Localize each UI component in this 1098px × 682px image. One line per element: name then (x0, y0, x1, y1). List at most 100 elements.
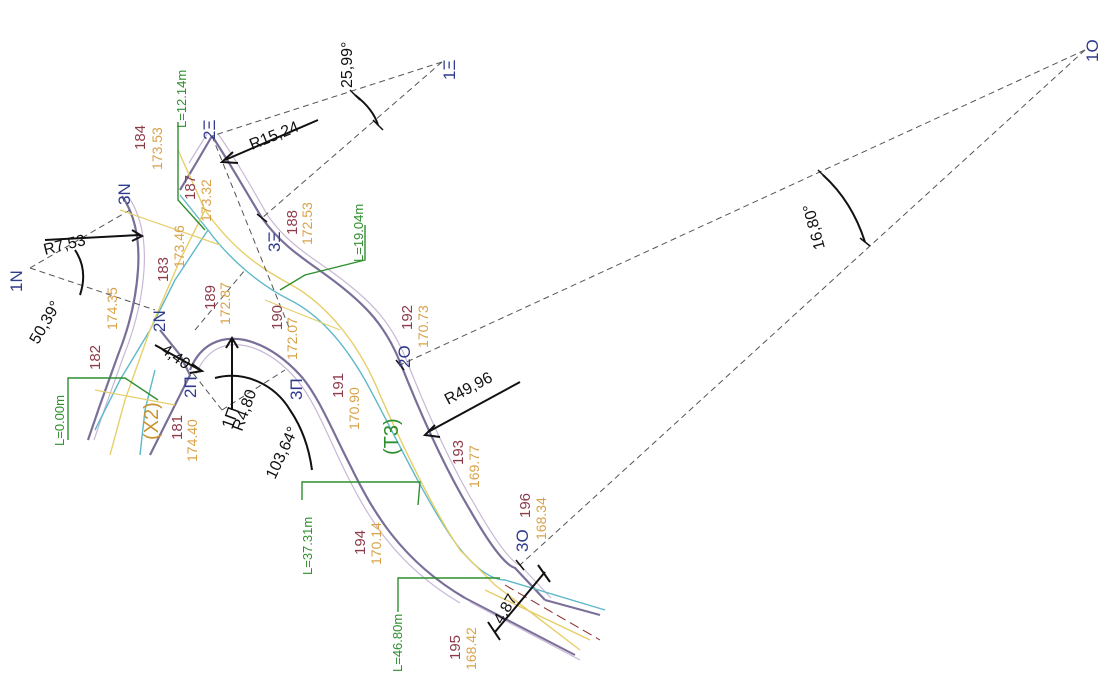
section-lines (94, 209, 341, 406)
radius-arrow-49-96 (422, 424, 441, 438)
tick-16b (859, 237, 871, 247)
tick-3O (515, 559, 525, 571)
label-3O: 3O (513, 529, 532, 552)
road-edge-exit-lower-inner (469, 601, 581, 661)
road-edge-left-outer (86, 195, 140, 441)
road-edge-left-lower (149, 329, 192, 456)
chainage-leader-19 (279, 225, 366, 291)
stake-194-elev: 170.14 (368, 522, 384, 565)
radius-line-7-53 (44, 234, 141, 241)
label-R7-53: R7,53 (42, 232, 88, 259)
label-section-T3: (T3) (381, 418, 403, 455)
stake-192-elev: 170.73 (415, 305, 431, 348)
width-arrow-4-40 (189, 363, 205, 374)
radius-arrows (44, 119, 551, 641)
label-3N: 3N (115, 183, 134, 205)
angle-arc-50-39 (74, 249, 85, 296)
stake-187-elev: 173.32 (198, 179, 214, 222)
stake-183-elev: 173.46 (171, 225, 187, 268)
label-3Ξ: 3Ξ (265, 231, 284, 252)
stake-181-id: 181 (169, 415, 186, 440)
label-2N: 2N (150, 310, 169, 332)
dimension-arcs (74, 94, 866, 471)
stake-195-elev: 168.42 (463, 627, 479, 670)
cyan-line-lower-left (139, 369, 156, 456)
label-3Π: 3Π (287, 378, 306, 400)
axis-dashes (504, 584, 601, 641)
label-chainage-37: L=37.31m (300, 517, 315, 575)
radius-line-49-96 (427, 381, 521, 433)
label-R15-24: R15,24 (247, 119, 301, 154)
yellow-line-bottom (484, 589, 591, 641)
label-width-4-87: 4,87 (491, 591, 521, 627)
tick-16a (817, 169, 829, 181)
radius-arrow-15-24 (219, 151, 239, 164)
label-angle-50-39: 50,39° (27, 298, 65, 347)
stake-188-id: 188 (284, 210, 301, 235)
road-edge-left-inner (93, 195, 146, 441)
label-1O: 1O (1083, 39, 1098, 62)
stake-191-elev: 170.90 (346, 387, 362, 430)
label-chainage-46: L=46.80m (390, 614, 405, 672)
stake-190-id: 190 (269, 305, 286, 330)
stake-196-elev: 168.34 (533, 497, 549, 540)
radius-1N-to-2N (29, 267, 156, 311)
axis-dash-exit (504, 584, 601, 641)
stake-184-id: 184 (132, 125, 149, 150)
stake-183-id: 183 (155, 257, 172, 282)
section-line-183 (119, 209, 221, 246)
stake-189-id: 189 (202, 285, 219, 310)
stake-184-elev: 173.53 (149, 127, 165, 170)
stake-191-id: 191 (330, 373, 347, 398)
stake-182-id: 182 (87, 345, 104, 370)
tick-25b (372, 119, 384, 131)
width-tick-4-87-a (487, 621, 501, 641)
section-line-190 (264, 299, 341, 331)
label-chainage-12: L=12.14m (174, 70, 189, 128)
road-edge-top-left-inner (188, 133, 208, 164)
chainage-leader-0 (67, 377, 159, 440)
stake-181-elev: 174.40 (184, 419, 200, 462)
label-1Ξ: 1Ξ (440, 59, 459, 80)
width-line-4-87 (494, 571, 546, 633)
road-edge-top-left (179, 135, 213, 191)
stake-195-id: 195 (447, 635, 464, 660)
stake-187-id: 187 (182, 175, 199, 200)
radius-arrow-7-53 (131, 229, 145, 242)
radius-arrow-4-80 (225, 336, 239, 349)
yellow-lines (109, 149, 591, 651)
stake-193-elev: 169.77 (466, 445, 482, 488)
tick-2O (395, 359, 405, 371)
angle-arc-103-64 (214, 374, 313, 471)
stake-190-elev: 172.07 (284, 317, 300, 360)
label-2Π: 2Π (181, 376, 200, 398)
width-tick-4-87-b (537, 564, 551, 583)
tangent-ticks (256, 89, 871, 571)
label-1N: 1N (7, 270, 26, 292)
stake-192-id: 192 (399, 305, 416, 330)
tick-3E (256, 213, 268, 223)
road-edge-right-inner (217, 133, 552, 599)
radius-1O-to-3O (519, 49, 1086, 566)
radius-line-15-24 (224, 119, 319, 161)
road-edge-island-inner (195, 344, 461, 604)
label-angle-103-64: 103,64° (263, 424, 302, 481)
chainage-leaders (67, 122, 500, 612)
chainage-leader-12 (177, 122, 206, 231)
stake-193-id: 193 (450, 440, 467, 465)
radius-1Ξ-to-2Ξ (211, 61, 443, 137)
construction-misc-1 (211, 135, 291, 331)
radius-1O-to-2O (399, 49, 1086, 366)
width-line-4-40 (154, 344, 201, 371)
label-angle-25-99: 25,99° (339, 42, 356, 88)
stake-189-elev: 172.87 (217, 282, 233, 325)
angle-arc-16-80 (822, 174, 866, 243)
stake-194-id: 194 (352, 530, 369, 555)
chainage-leader-46 (397, 577, 500, 612)
construction-misc-2 (194, 269, 246, 331)
label-angle-16-80: 16,80° (800, 202, 828, 251)
label-chainage-19: L=19.04m (351, 204, 366, 262)
tick-25 (349, 89, 361, 101)
label-R49-96: R49,96 (442, 369, 496, 408)
